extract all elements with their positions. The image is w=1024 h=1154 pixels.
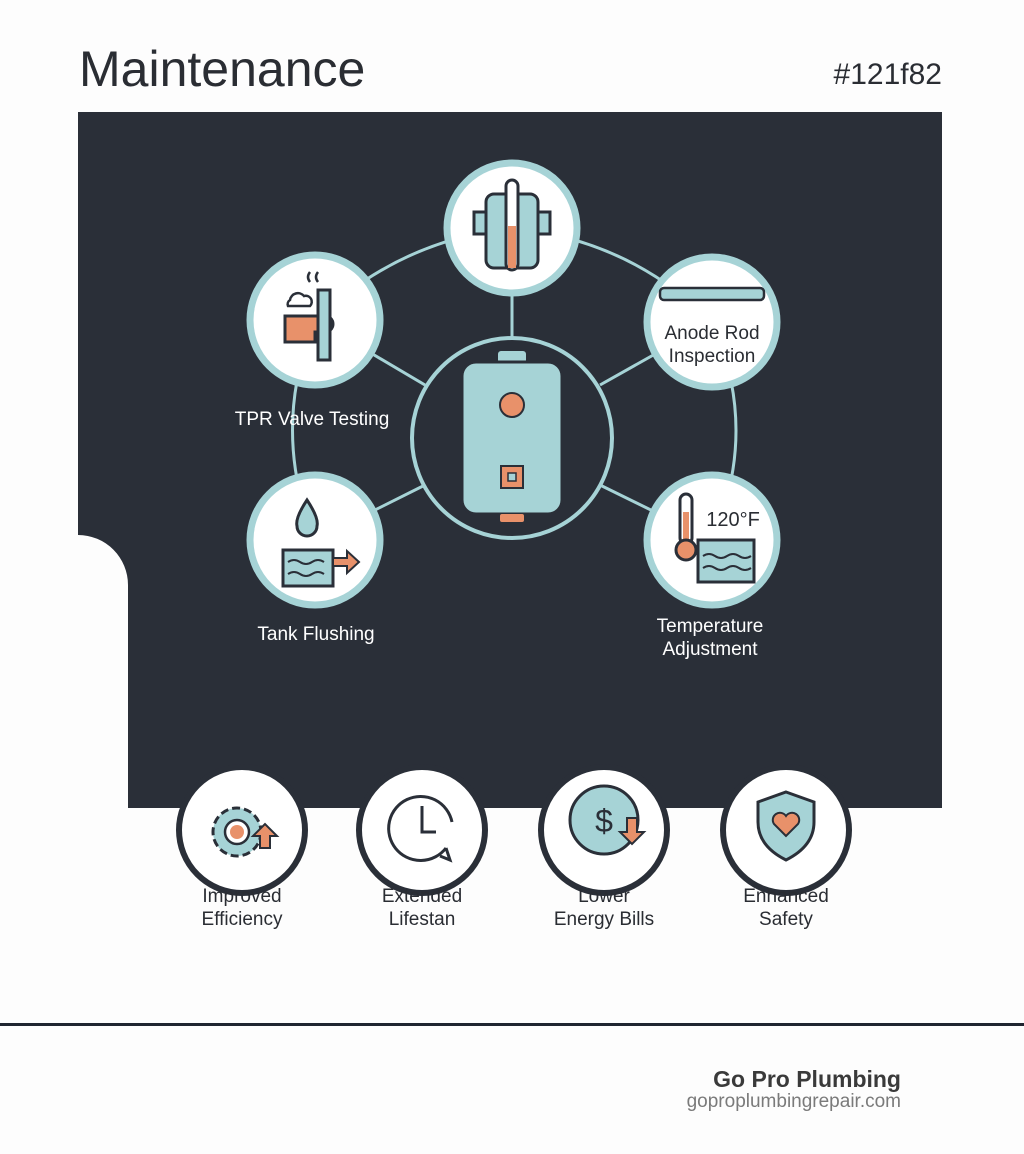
task-label-tpr: TPR Valve Testing [234, 409, 390, 430]
shield-heart-icon [720, 764, 852, 896]
task-label-anode: Anode Rod Inspection [664, 322, 759, 368]
heating-element-icon [443, 159, 581, 297]
benefit-energy-bills: Lower Energy Bills [554, 885, 654, 931]
brand-url[interactable]: goproplumbingrepair.com [686, 1091, 901, 1112]
benefit-line: Improved [202, 886, 282, 907]
task-label-line: Adjustment [662, 639, 758, 660]
task-label-line: Temperature [656, 616, 764, 637]
brand-name: Go Pro Plumbing [713, 1066, 901, 1092]
benefit-line: Energy Bills [553, 909, 655, 930]
benefit-line: Enhanced [743, 886, 829, 907]
temperature-value: 120°F [706, 509, 760, 531]
benefit-line: Extended [381, 886, 463, 907]
benefit-line: Lifestan [388, 909, 456, 930]
benefit-line: Safety [759, 909, 813, 930]
water-heater-icon [410, 336, 614, 540]
task-label-temperature: Temperature Adjustment [657, 615, 764, 661]
footer-divider [0, 1023, 1024, 1026]
water-drop-tank-icon [246, 471, 384, 609]
task-label-flushing: Tank Flushing [257, 624, 375, 645]
task-label-line: Anode Rod [664, 323, 760, 344]
svg-text:$: $ [595, 803, 613, 839]
color-code: #121f82 [833, 58, 942, 91]
benefit-line: Efficiency [201, 909, 283, 930]
benefit-line: Lower [578, 886, 630, 907]
clock-icon [356, 764, 488, 896]
benefit-efficiency: Improved Efficiency [202, 885, 283, 931]
anode-rod-icon [643, 253, 781, 391]
dollar-down-icon: $ [538, 764, 670, 896]
task-label-line: Inspection [668, 346, 756, 367]
benefit-lifespan: Extended Lifestan [382, 885, 462, 931]
benefit-safety: Enhanced Safety [743, 885, 829, 931]
page-title: Maintenance [79, 41, 366, 97]
gear-up-icon [176, 764, 308, 896]
thermometer-icon [643, 471, 781, 609]
hand-wrench-icon [246, 251, 384, 389]
